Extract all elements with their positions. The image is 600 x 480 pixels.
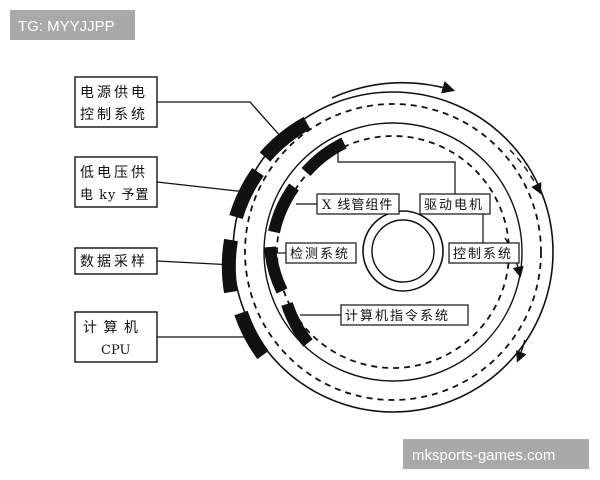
rotation-arrow-lower	[516, 339, 527, 363]
patient-bore-outer	[362, 210, 444, 292]
box-power-supply-control-line1: 电源供电	[80, 85, 148, 101]
brush-segments	[264, 137, 347, 347]
connector-low-voltage	[156, 181, 247, 193]
slip-ring-segment-3	[221, 238, 238, 294]
rotation-arrow-right-upper	[509, 149, 542, 195]
box-data-sampling: 数据采样	[74, 247, 158, 275]
slip-ring-segment-1	[259, 116, 311, 162]
label-computer-command-text: 计算机指令系统	[345, 309, 450, 324]
connector-power-supply	[157, 101, 283, 139]
label-xray-tube: X 线管组件	[316, 193, 400, 215]
inner-connectors	[276, 150, 484, 316]
box-data-sampling-label: 数据采样	[80, 254, 148, 270]
box-computer-cpu: 计 算 机 CPU	[74, 311, 158, 363]
brush-segment-4	[281, 301, 313, 347]
box-power-supply-control-line2: 控制系统	[80, 107, 148, 123]
box-computer-cpu-line1: 计 算 机	[83, 320, 139, 336]
label-xray-tube-text: X 线管组件	[322, 198, 393, 213]
box-power-supply-control: 电源供电 控制系统	[74, 76, 158, 128]
watermark-top-left: TG: MYYJJPP	[18, 18, 115, 35]
rotation-arrow-top	[331, 81, 456, 99]
brush-segment-1	[301, 137, 347, 177]
rotation-path-outer	[244, 103, 542, 401]
patient-bore-inner	[371, 219, 435, 283]
connector-motor-top	[337, 150, 456, 194]
brush-segment-3	[264, 246, 288, 294]
watermark-bottom-right: mksports-games.com	[412, 447, 555, 464]
label-computer-command: 计算机指令系统	[340, 304, 469, 326]
label-detector: 检测系统	[285, 242, 357, 264]
box-computer-cpu-line2: CPU	[101, 343, 130, 358]
watermark-top-left-bg	[10, 10, 135, 40]
label-drive-motor: 驱动电机	[419, 193, 491, 215]
label-control-text: 控制系统	[453, 247, 513, 262]
connector-data-sampling	[156, 260, 235, 266]
box-low-voltage-supply: 低电压供 电 ky 予置	[74, 156, 158, 208]
label-drive-motor-text: 驱动电机	[424, 198, 484, 213]
left-connectors	[156, 101, 283, 338]
box-low-voltage-supply-line2: 电 ky 予置	[80, 188, 150, 203]
label-detector-text: 检测系统	[290, 247, 350, 262]
slip-ring-segment-2	[229, 167, 264, 220]
slip-ring-segment-4	[234, 310, 269, 360]
box-low-voltage-supply-line1: 低电压供	[80, 165, 148, 181]
watermark-bottom-right-bg	[403, 439, 589, 469]
label-control: 控制系统	[448, 242, 520, 264]
brush-segment-2	[268, 183, 299, 234]
slip-ring-segments	[221, 116, 311, 360]
gantry-inner-ring	[263, 122, 523, 382]
